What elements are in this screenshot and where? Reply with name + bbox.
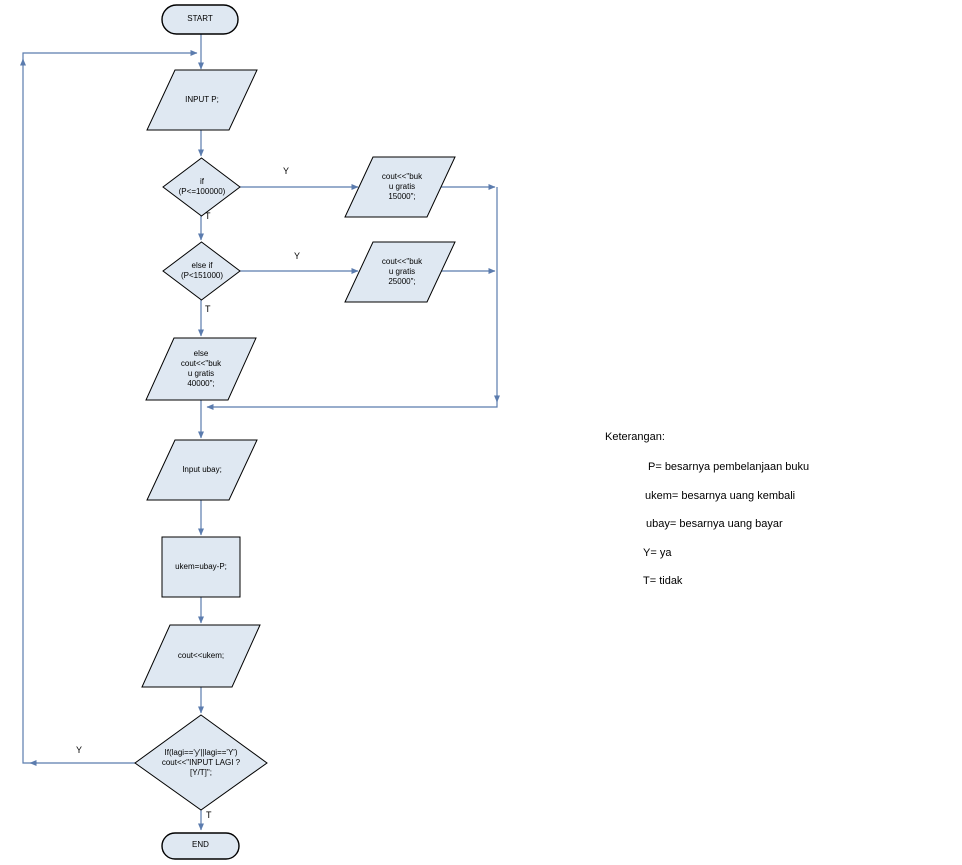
legend-item-p: P= besarnya pembelanjaan buku bbox=[648, 461, 810, 473]
edge-right-rail-merge bbox=[206, 187, 498, 410]
cout-ukem-label: cout<<ukem; bbox=[177, 651, 225, 660]
input-ubay-parallelogram-shape bbox=[146, 439, 258, 501]
ukem-process-label: ukem=ubay-P; bbox=[175, 562, 227, 571]
start-terminator-shape bbox=[161, 4, 239, 35]
legend-title: Keterangan: bbox=[605, 431, 665, 443]
legend-item-y: Y= ya bbox=[643, 547, 672, 559]
elseif-yes-edge-label: Y bbox=[294, 251, 301, 261]
input-ubay-label: Input ubay; bbox=[182, 465, 222, 474]
legend-item-ubay: ubay= besarnya uang bayar bbox=[646, 518, 783, 530]
if-no-edge-label: T bbox=[205, 211, 211, 221]
legend-item-t: T= tidak bbox=[643, 575, 683, 587]
gratis-15000-label: cout<<"buk u gratis 15000"; bbox=[381, 172, 423, 201]
if-decision-label: if (P<=100000) bbox=[178, 177, 226, 196]
else-gratis-40000-parallelogram-shape bbox=[145, 337, 257, 401]
gratis-25000-parallelogram-shape bbox=[344, 241, 456, 303]
end-label: END bbox=[192, 840, 209, 849]
elseif-no-edge-label: T bbox=[205, 304, 211, 314]
cout-ukem-parallelogram-shape bbox=[141, 624, 261, 688]
input-lagi-decision-shape bbox=[134, 714, 268, 811]
input-p-label: INPUT P; bbox=[185, 95, 219, 104]
elseif-decision-shape bbox=[162, 241, 241, 301]
edge-loop-back bbox=[22, 50, 198, 764]
gratis-15000-parallelogram-shape bbox=[344, 156, 456, 218]
start-label: START bbox=[187, 14, 213, 23]
elseif-decision-label: else if (P<151000) bbox=[180, 261, 224, 280]
if-yes-edge-label: Y bbox=[283, 166, 290, 176]
end-terminator-shape bbox=[161, 832, 240, 860]
input-lagi-no-edge-label: T bbox=[206, 810, 212, 820]
legend-item-ukem: ukem= besarnya uang kembali bbox=[645, 490, 796, 502]
input-p-parallelogram-shape bbox=[146, 69, 258, 131]
if-decision-shape bbox=[162, 157, 241, 217]
input-lagi-yes-edge-label: Y bbox=[76, 745, 83, 755]
else-gratis-40000-label: else cout<<"buk u gratis 40000"; bbox=[180, 349, 222, 388]
ukem-process-shape bbox=[161, 536, 241, 598]
input-lagi-label: If(lagi=='y'||lagi=='Y') cout<<"INPUT LA… bbox=[161, 748, 241, 777]
gratis-25000-label: cout<<"buk u gratis 25000"; bbox=[381, 257, 423, 286]
